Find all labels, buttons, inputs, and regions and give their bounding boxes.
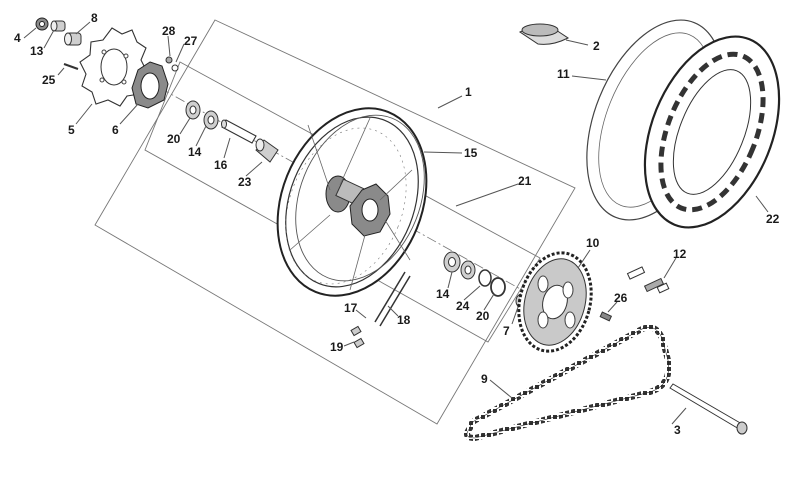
circlip-part-24 (478, 269, 492, 287)
bearing-part-20-left (185, 100, 201, 120)
spacer-part-23 (255, 138, 279, 163)
wheel-assembly-outline (94, 19, 576, 425)
callout-17: 17 (344, 301, 358, 315)
callout-6: 6 (112, 123, 119, 137)
callout-4: 4 (14, 31, 21, 45)
callout-3: 3 (674, 423, 681, 437)
callout-14-left: 14 (188, 145, 202, 159)
callout-16: 16 (214, 158, 228, 172)
bushing-part-13 (50, 20, 66, 32)
callout-7: 7 (503, 324, 510, 338)
seal-part-20-right (490, 277, 506, 297)
callout-8: 8 (91, 11, 98, 25)
callout-5: 5 (68, 123, 75, 137)
callout-19: 19 (330, 340, 344, 354)
washer-part-27 (171, 64, 179, 72)
callout-22: 22 (766, 212, 780, 226)
rear-axle-part-3 (669, 383, 748, 435)
callout-20-left: 20 (167, 132, 181, 146)
valve-parts (350, 271, 411, 349)
bearing-part-14-left (203, 110, 219, 130)
callout-12: 12 (673, 247, 687, 261)
chain-master-link-part-12 (626, 266, 670, 294)
spacer-tube-part-16 (221, 119, 257, 144)
wheel-spokes (289, 117, 413, 291)
callout-2: 2 (593, 39, 600, 53)
rear-tyre-part-22 (643, 35, 781, 229)
rim-tape-part-2 (519, 23, 569, 45)
spacer-part-8 (64, 32, 82, 46)
callout-26: 26 (614, 291, 628, 305)
callout-14-right: 14 (436, 287, 450, 301)
callout-20-right: 20 (476, 309, 490, 323)
nut-part-4 (35, 17, 49, 31)
callout-28: 28 (162, 24, 176, 38)
bolt-part-25 (63, 63, 79, 70)
callout-24: 24 (456, 299, 470, 313)
callout-1: 1 (465, 85, 472, 99)
sprocket-bolt-part-26 (599, 311, 613, 322)
callout-9: 9 (481, 372, 488, 386)
wheel-hub (325, 175, 391, 237)
callout-18: 18 (397, 313, 411, 327)
callout-23: 23 (238, 175, 252, 189)
callout-25: 25 (42, 73, 56, 87)
bearing-part-14-right (443, 251, 461, 273)
callout-labels: 1 2 3 4 5 6 7 8 9 10 11 12 13 14 14 15 1… (14, 11, 780, 437)
callout-21: 21 (518, 174, 532, 188)
callout-15: 15 (464, 146, 478, 160)
rear-sprocket (517, 251, 593, 353)
callout-27: 27 (184, 34, 198, 48)
bolt-part-28 (165, 56, 173, 64)
brake-disc (79, 27, 148, 107)
callout-13: 13 (30, 44, 44, 58)
callout-leaders (23, 21, 769, 425)
brake-disc-carrier (131, 61, 169, 109)
callout-11: 11 (557, 67, 570, 81)
bearing-part-14-right-b (460, 260, 476, 280)
callout-10: 10 (586, 236, 600, 250)
